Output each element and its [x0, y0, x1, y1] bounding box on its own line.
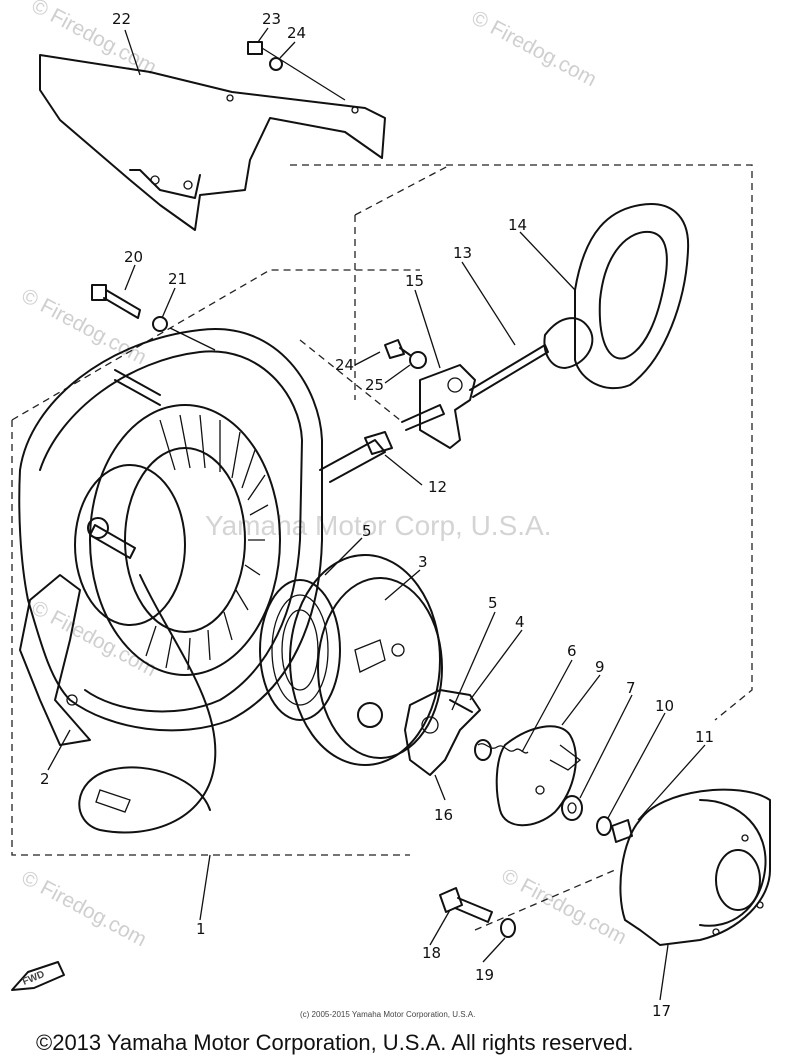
callout-5-top: 5	[362, 522, 372, 540]
callout-23: 23	[262, 10, 281, 28]
callout-22: 22	[112, 10, 131, 28]
callout-21: 21	[168, 270, 187, 288]
starter-housing	[18, 328, 323, 746]
callout-9: 9	[595, 658, 605, 676]
callout-15: 15	[405, 272, 424, 290]
callout-2: 2	[40, 770, 50, 788]
callout-13: 13	[453, 244, 472, 262]
callout-4: 4	[515, 613, 525, 631]
callout-20: 20	[124, 248, 143, 266]
rope-drum-3	[259, 554, 443, 766]
callout-5-mid: 5	[488, 594, 498, 612]
callout-11: 11	[695, 728, 714, 746]
bolt-18	[439, 887, 493, 923]
callout-25: 25	[365, 376, 384, 394]
cover-bracket	[39, 54, 386, 231]
callout-6: 6	[567, 642, 577, 660]
callout-24-mid: 24	[335, 356, 354, 374]
nut-10	[596, 816, 633, 843]
watermark: © Firedog.com	[18, 866, 151, 951]
starter-rope	[78, 574, 217, 834]
friction-plate-9	[495, 725, 582, 827]
bolt-24	[384, 339, 427, 369]
washer-7	[561, 795, 583, 821]
callout-1: 1	[196, 920, 206, 938]
watermark: © Firedog.com	[498, 864, 631, 949]
watermark: © Firedog.com	[468, 6, 601, 91]
cup-cover-17	[619, 788, 771, 946]
callout-24-top: 24	[287, 24, 306, 42]
footer-copyright: ©2013 Yamaha Motor Corporation, U.S.A. A…	[36, 1030, 633, 1055]
pawl-4	[404, 689, 481, 776]
callout-18: 18	[422, 944, 441, 962]
rope-guide-15	[401, 364, 476, 449]
callout-10: 10	[655, 697, 674, 715]
bolt-23	[247, 41, 346, 101]
callout-16: 16	[434, 806, 453, 824]
callout-3: 3	[418, 553, 428, 571]
bolt-20	[91, 284, 216, 351]
assembly-outline	[11, 164, 753, 931]
leader-lines	[47, 27, 706, 1001]
callout-17: 17	[652, 1002, 671, 1020]
callouts: 22 23 24 20 21 15 13 14 24 25 12 5 3 5 4…	[40, 10, 714, 1020]
callout-19: 19	[475, 966, 494, 984]
watermark: © Firedog.com	[18, 284, 151, 369]
watermark-yamaha: Yamaha Motor Corp, U.S.A.	[205, 510, 552, 541]
callout-14: 14	[508, 216, 527, 234]
washer-19	[500, 918, 516, 938]
small-copyright: (c) 2005-2015 Yamaha Motor Corporation, …	[300, 1010, 475, 1019]
starter-handle	[469, 203, 690, 398]
guide-rod-12	[319, 431, 393, 483]
watermark: © Firedog.com	[28, 0, 161, 79]
watermark: © Firedog.com	[28, 596, 161, 681]
callout-12: 12	[428, 478, 447, 496]
watermark-layer: © Firedog.com © Firedog.com © Firedog.co…	[18, 0, 631, 951]
fwd-arrow-icon: FWD	[11, 961, 65, 991]
callout-7: 7	[626, 679, 636, 697]
